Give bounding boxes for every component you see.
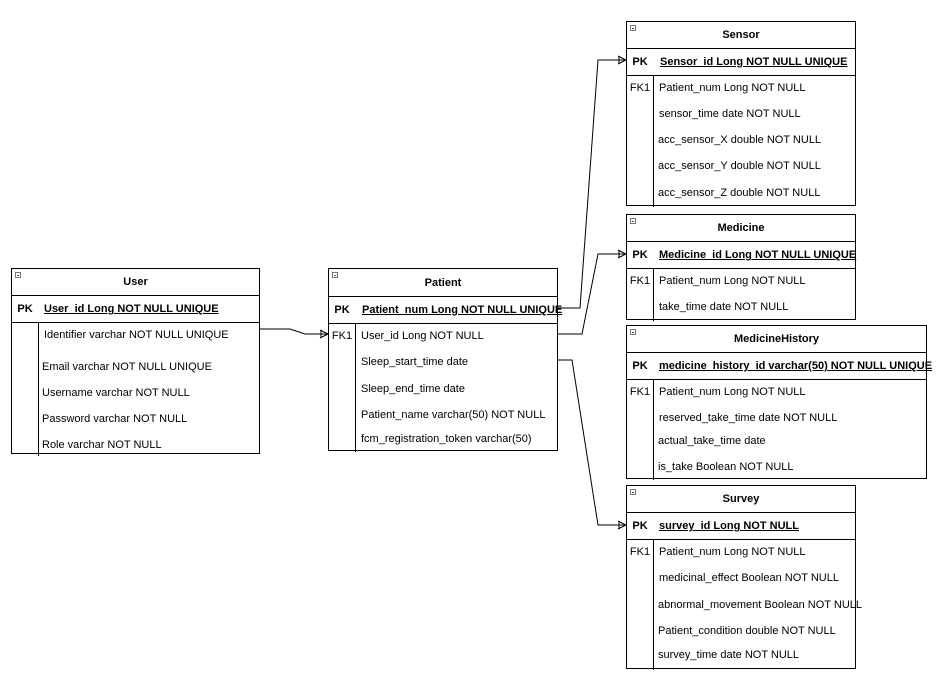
fk-label: FK1 — [629, 546, 651, 558]
collapse-icon[interactable] — [332, 272, 338, 278]
attributes: FK1 Patient_num Long NOT NULL reserved_t… — [627, 380, 926, 480]
fk-label: FK1 — [629, 275, 651, 287]
column-divider — [653, 540, 654, 670]
primary-key-row[interactable]: PK medicine_history_id varchar(50) NOT N… — [627, 353, 932, 380]
attribute[interactable]: actual_take_time date — [658, 435, 766, 447]
link-user-patient — [260, 328, 328, 335]
attribute[interactable]: abnormal_movement Boolean NOT NULL — [658, 599, 863, 611]
pk-label: PK — [334, 304, 350, 316]
fk-label: FK1 — [331, 330, 353, 342]
pk-field: User_id Long NOT NULL UNIQUE — [44, 303, 219, 315]
attribute[interactable]: Patient_num Long NOT NULL — [659, 82, 806, 94]
column-divider — [653, 76, 654, 207]
attribute[interactable]: acc_sensor_Z double NOT NULL — [658, 187, 821, 199]
fk-label: FK1 — [629, 82, 651, 94]
pk-field: Sensor_id Long NOT NULL UNIQUE — [660, 56, 848, 68]
entity-header: Patient — [329, 269, 557, 297]
collapse-icon[interactable] — [630, 489, 636, 495]
entity-title: User — [123, 276, 148, 288]
attribute[interactable]: Sleep_start_time date — [361, 356, 469, 368]
attribute[interactable]: fcm_registration_token varchar(50) — [361, 433, 532, 445]
column-divider — [355, 324, 356, 452]
collapse-icon[interactable] — [15, 272, 21, 278]
pk-field: Medicine_id Long NOT NULL UNIQUE — [659, 249, 857, 261]
attribute[interactable]: acc_sensor_X double NOT NULL — [658, 134, 822, 146]
attributes: FK1 User_id Long NOT NULL Sleep_start_ti… — [329, 324, 557, 452]
pk-label: PK — [632, 520, 648, 532]
entity-header: Sensor — [627, 22, 855, 49]
entity-header: Medicine — [627, 215, 855, 242]
attribute[interactable]: is_take Boolean NOT NULL — [658, 461, 794, 473]
entity-title: Sensor — [722, 29, 760, 41]
entity-title: Medicine — [717, 222, 765, 234]
pk-label: PK — [632, 56, 648, 68]
pk-label: PK — [632, 249, 648, 261]
entity-medicine-history[interactable]: MedicineHistory PK medicine_history_id v… — [626, 325, 932, 480]
entity-header: MedicineHistory — [627, 326, 926, 353]
primary-key-row[interactable]: PK User_id Long NOT NULL UNIQUE — [12, 296, 259, 323]
entity-user[interactable]: User PK User_id Long NOT NULL UNIQUE Ide… — [11, 268, 260, 456]
column-divider — [653, 269, 654, 321]
attribute[interactable]: Username varchar NOT NULL — [42, 387, 190, 399]
pk-label: PK — [17, 303, 33, 315]
attribute[interactable]: sensor_time date NOT NULL — [659, 108, 801, 120]
attribute[interactable]: Email varchar NOT NULL UNIQUE — [42, 361, 212, 373]
collapse-icon[interactable] — [630, 25, 636, 31]
link-patient-survey — [548, 359, 626, 526]
pk-field: survey_id Long NOT NULL — [659, 520, 799, 532]
attribute[interactable]: Role varchar NOT NULL — [42, 439, 162, 451]
attribute[interactable]: Password varchar NOT NULL — [42, 413, 188, 425]
attributes: FK1 Patient_num Long NOT NULL medicinal_… — [627, 540, 862, 670]
attribute[interactable]: Patient_condition double NOT NULL — [658, 625, 836, 637]
attribute[interactable]: Patient_num Long NOT NULL — [659, 386, 806, 398]
entity-title: MedicineHistory — [734, 333, 819, 345]
attribute[interactable]: Patient_num Long NOT NULL — [659, 546, 806, 558]
pk-field: Patient_num Long NOT NULL UNIQUE — [362, 304, 563, 316]
entity-title: Patient — [424, 276, 462, 289]
attribute[interactable]: Patient_num Long NOT NULL — [659, 275, 806, 287]
primary-key-row[interactable]: PK Sensor_id Long NOT NULL UNIQUE — [627, 49, 855, 76]
attribute[interactable]: take_time date NOT NULL — [659, 301, 789, 313]
entity-medicine[interactable]: Medicine PK Medicine_id Long NOT NULL UN… — [626, 214, 857, 321]
primary-key-row[interactable]: PK Patient_num Long NOT NULL UNIQUE — [329, 297, 562, 324]
primary-key-row[interactable]: PK survey_id Long NOT NULL — [627, 513, 855, 540]
attributes: FK1 Patient_num Long NOT NULL sensor_tim… — [627, 76, 855, 207]
attribute[interactable]: medicinal_effect Boolean NOT NULL — [659, 572, 839, 584]
attribute[interactable]: survey_time date NOT NULL — [658, 649, 800, 661]
entity-title: Survey — [722, 493, 760, 505]
attribute[interactable]: Patient_name varchar(50) NOT NULL — [361, 409, 546, 421]
column-divider — [38, 323, 39, 456]
attribute[interactable]: reserved_take_time date NOT NULL — [659, 412, 838, 424]
attribute[interactable]: Sleep_end_time date — [361, 383, 465, 395]
pk-label: PK — [632, 360, 648, 372]
entity-header: Survey — [627, 486, 855, 513]
attribute[interactable]: Identifier varchar NOT NULL UNIQUE — [44, 329, 229, 341]
attributes: FK1 Patient_num Long NOT NULL take_time … — [627, 269, 855, 321]
attribute[interactable]: User_id Long NOT NULL — [361, 330, 484, 342]
attribute[interactable]: acc_sensor_Y double NOT NULL — [658, 160, 821, 172]
entity-header: User — [12, 269, 259, 296]
column-divider — [653, 380, 654, 480]
fk-label: FK1 — [629, 386, 651, 398]
link-patient-medicine — [557, 253, 626, 335]
collapse-icon[interactable] — [630, 218, 636, 224]
entity-sensor[interactable]: Sensor PK Sensor_id Long NOT NULL UNIQUE… — [626, 21, 856, 207]
collapse-icon[interactable] — [630, 329, 636, 335]
primary-key-row[interactable]: PK Medicine_id Long NOT NULL UNIQUE — [627, 242, 857, 269]
link-patient-sensor — [557, 59, 626, 309]
attributes: Identifier varchar NOT NULL UNIQUE Email… — [12, 323, 259, 456]
entity-patient[interactable]: Patient PK Patient_num Long NOT NULL UNI… — [328, 268, 562, 452]
entity-survey[interactable]: Survey PK survey_id Long NOT NULL FK1 Pa… — [626, 485, 862, 670]
pk-field: medicine_history_id varchar(50) NOT NULL… — [659, 360, 933, 372]
